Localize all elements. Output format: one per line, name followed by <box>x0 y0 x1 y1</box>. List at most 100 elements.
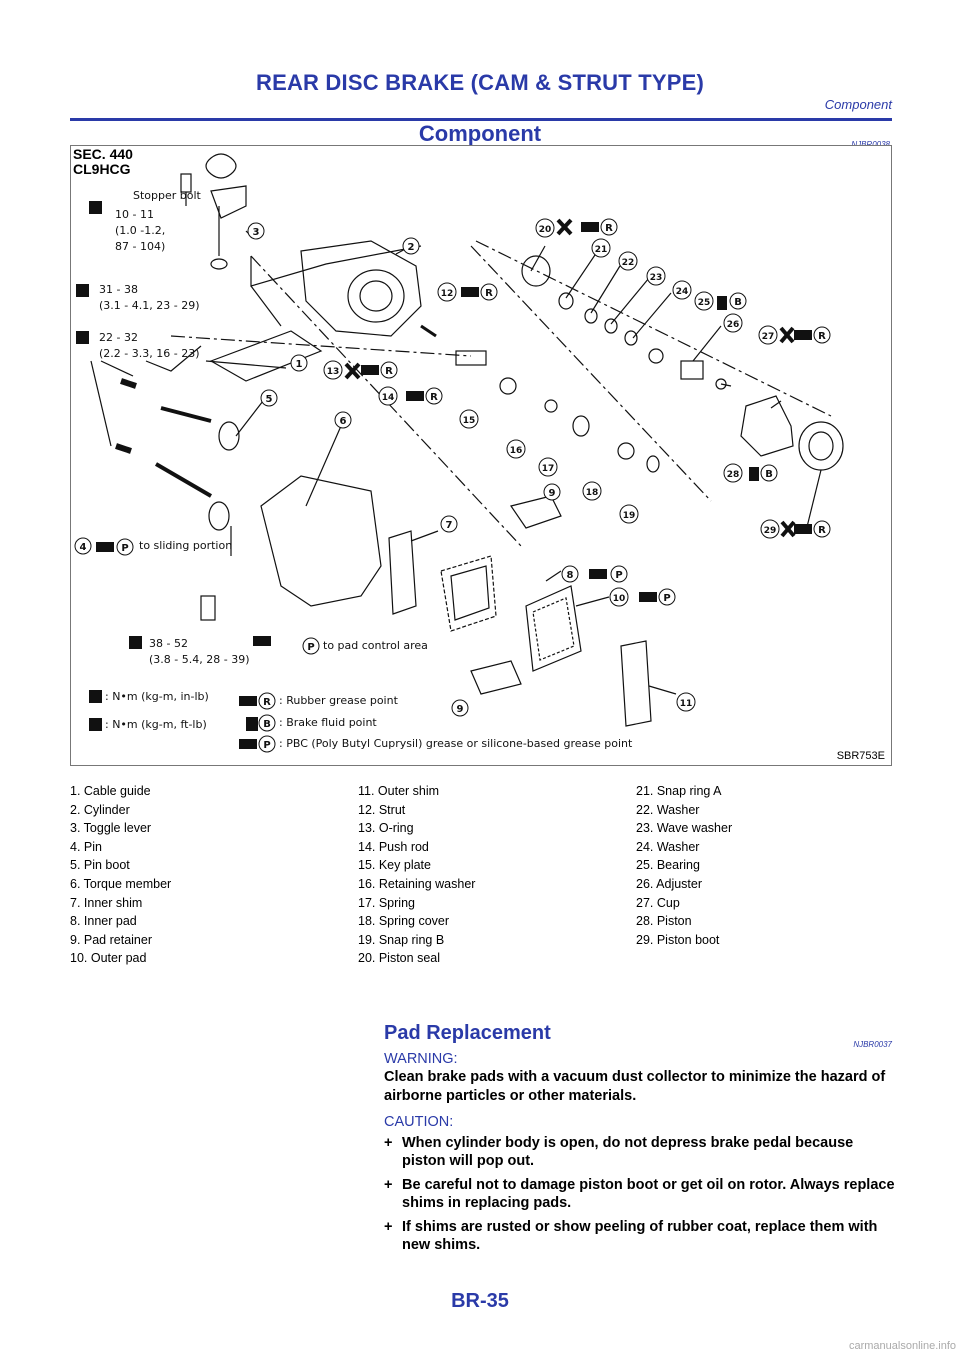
grease-r-27: R <box>818 331 826 342</box>
svg-text:12: 12 <box>441 289 454 299</box>
svg-text:18: 18 <box>586 488 599 498</box>
bullet-mark: + <box>384 1219 393 1235</box>
svg-text:1: 1 <box>296 359 303 370</box>
list-item: 21. Snap ring A <box>636 784 722 798</box>
bullet-mark: + <box>384 1135 393 1151</box>
torque1-line2: (1.0 -1.2, <box>115 224 166 237</box>
svg-text:21: 21 <box>595 245 608 255</box>
component-ref-code: NJBR0038 <box>851 140 890 149</box>
bullet-mark: + <box>384 1177 393 1193</box>
legend-rubber: : Rubber grease point <box>279 694 398 707</box>
svg-text:15: 15 <box>463 416 476 426</box>
svg-text:2: 2 <box>408 242 415 253</box>
svg-text:25: 25 <box>698 298 711 308</box>
legend-nm-inlb: : N•m (kg-m, in-lb) <box>105 690 209 703</box>
list-item: 12. Strut <box>358 802 406 817</box>
list-item: 11. Outer shim <box>358 784 440 798</box>
svg-text:19: 19 <box>623 511 636 521</box>
list-item: 3. Toggle lever <box>70 821 152 836</box>
svg-text:9: 9 <box>457 704 464 715</box>
legend-r: R <box>263 697 271 708</box>
grease-r-20: R <box>605 223 613 234</box>
parts-list-col3: 21. Snap ring A 22. Washer 23. Wave wash… <box>636 782 732 949</box>
torque2-line2: (3.1 - 4.1, 23 - 29) <box>99 299 200 312</box>
torque1-line1: 10 - 11 <box>115 208 154 221</box>
list-item: 22. Washer <box>636 802 700 817</box>
torque1-line3: 87 - 104) <box>115 240 166 253</box>
list-item: 6. Torque member <box>70 876 172 891</box>
svg-text:27: 27 <box>762 332 775 342</box>
legend-pbc: : PBC (Poly Butyl Cuprysil) grease or si… <box>279 737 633 750</box>
list-item: 5. Pin boot <box>70 858 130 873</box>
grease-r-12: R <box>485 288 493 299</box>
list-item: 8. Inner pad <box>70 914 137 929</box>
list-item: 27. Cup <box>636 895 680 910</box>
sliding-portion-label: to sliding portion <box>139 539 233 552</box>
torque2-line1: 31 - 38 <box>99 283 138 296</box>
caution-bullet-2: + Be careful not to damage piston boot o… <box>384 1176 896 1212</box>
page-number: BR-35 <box>451 1290 509 1312</box>
svg-text:23: 23 <box>650 273 663 283</box>
parts-list-col1: 1. Cable guide 2. Cylinder 3. Toggle lev… <box>70 782 171 968</box>
grease-p-4: P <box>121 543 128 554</box>
torque3-line1: 22 - 32 <box>99 331 138 344</box>
page-header-subtitle: Component <box>824 97 892 112</box>
svg-text:22: 22 <box>622 258 635 268</box>
list-item: 10. Outer pad <box>70 951 147 966</box>
header-rule <box>70 118 892 121</box>
svg-text:11: 11 <box>680 699 693 709</box>
grease-p-10: P <box>663 593 670 604</box>
list-item: 13. O-ring <box>358 821 414 836</box>
svg-text:17: 17 <box>542 464 555 474</box>
svg-text:7: 7 <box>446 520 453 531</box>
diagram-drawing: 1 2 3 4 5 6 7 8 9 9 10 11 12 13 14 15 16… <box>74 153 844 753</box>
pad-replacement-title: Pad Replacement <box>384 1022 551 1044</box>
grease-p-pad: P <box>307 642 314 653</box>
component-diagram: 1 2 3 4 5 6 7 8 9 9 10 11 12 13 14 15 16… <box>70 145 892 766</box>
grease-r-13: R <box>385 366 393 377</box>
svg-text:24: 24 <box>676 287 689 297</box>
bullet-text: When cylinder body is open, do not depre… <box>402 1135 854 1169</box>
legend-brake: : Brake fluid point <box>279 716 377 729</box>
list-item: 28. Piston <box>636 914 692 929</box>
figure-code: CL9HCG <box>73 161 131 177</box>
svg-text:13: 13 <box>327 367 340 377</box>
svg-text:6: 6 <box>340 416 347 427</box>
list-item: 15. Key plate <box>358 858 431 873</box>
list-item: 25. Bearing <box>636 858 700 873</box>
list-item: 18. Spring cover <box>358 914 450 929</box>
legend-nm-ftlb: : N•m (kg-m, ft-lb) <box>105 718 207 731</box>
torque4-line1: 38 - 52 <box>149 637 188 650</box>
figure-section-code: SEC. 440 CL9HCG <box>73 147 133 177</box>
svg-text:20: 20 <box>539 225 552 235</box>
bullet-text: If shims are rusted or show peeling of r… <box>402 1219 878 1253</box>
list-item: 2. Cylinder <box>70 802 130 817</box>
caution-label: CAUTION: <box>384 1114 454 1130</box>
legend-p: P <box>263 740 270 751</box>
fluid-b-28: B <box>765 469 773 480</box>
list-item: 17. Spring <box>358 895 415 910</box>
svg-text:8: 8 <box>567 570 574 581</box>
svg-text:16: 16 <box>510 446 523 456</box>
footer-watermark: carmanualsonline.info <box>848 1340 956 1352</box>
caution-bullet-1: + When cylinder body is open, do not dep… <box>384 1134 896 1170</box>
list-item: 19. Snap ring B <box>358 932 445 947</box>
torque3-line2: (2.2 - 3.3, 16 - 23) <box>99 347 200 360</box>
legend-b: B <box>263 719 271 730</box>
svg-text:5: 5 <box>266 394 273 405</box>
list-item: 26. Adjuster <box>636 876 703 891</box>
svg-text:3: 3 <box>253 227 260 238</box>
svg-text:10: 10 <box>613 594 626 604</box>
list-item: 4. Pin <box>70 839 102 854</box>
list-item: 20. Piston seal <box>358 951 440 966</box>
warning-text: Clean brake pads with a vacuum dust coll… <box>384 1069 886 1104</box>
list-item: 16. Retaining washer <box>358 876 476 891</box>
list-item: 14. Push rod <box>358 839 429 854</box>
svg-text:9: 9 <box>549 488 556 499</box>
list-item: 1. Cable guide <box>70 784 151 798</box>
svg-text:28: 28 <box>727 470 740 480</box>
component-title: Component <box>418 121 542 146</box>
parts-list-col2: 11. Outer shim 12. Strut 13. O-ring 14. … <box>358 782 475 968</box>
figure-sec: SEC. 440 <box>73 146 133 162</box>
bullet-text: Be careful not to damage piston boot or … <box>402 1177 895 1211</box>
